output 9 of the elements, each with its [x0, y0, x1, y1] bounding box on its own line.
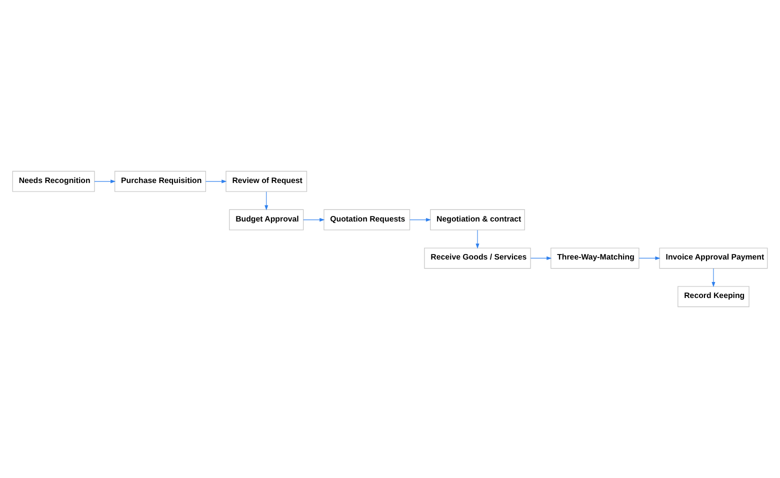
arrow [476, 230, 480, 249]
arrow [205, 180, 227, 184]
arrow [410, 218, 432, 222]
arrow [94, 180, 116, 184]
arrow [712, 268, 716, 288]
arrow [264, 191, 268, 210]
arrow [303, 218, 325, 222]
arrow [638, 256, 660, 260]
arrow [530, 256, 552, 260]
